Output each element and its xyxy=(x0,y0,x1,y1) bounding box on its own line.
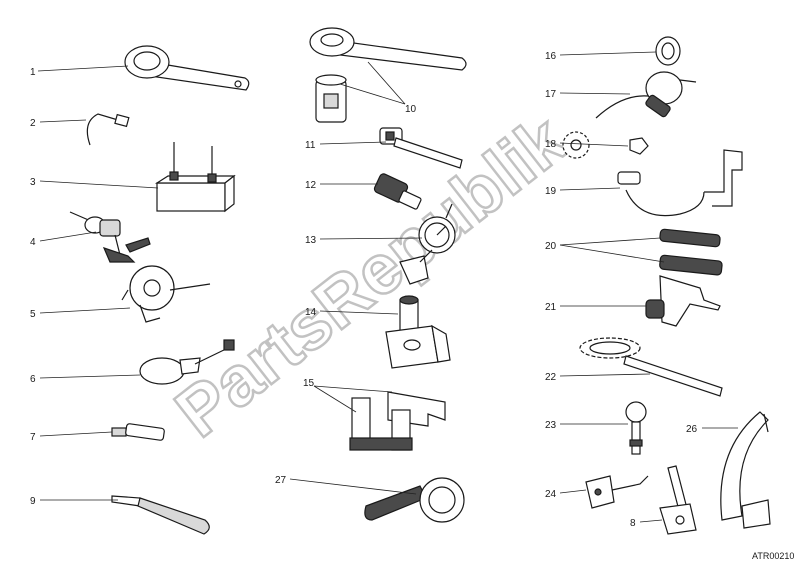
callout-15: 15 xyxy=(303,378,315,389)
tool-27-ratchet xyxy=(364,477,465,523)
callout-labels: 1 2 3 4 5 6 7 9 10 11 12 13 14 15 27 16 … xyxy=(30,51,698,529)
callout-3: 3 xyxy=(30,177,36,188)
tool-19-u-bracket xyxy=(617,149,743,217)
callout-24: 24 xyxy=(545,489,557,500)
callout-17: 17 xyxy=(545,89,557,100)
callout-10: 10 xyxy=(405,104,417,115)
callout-21: 21 xyxy=(545,302,557,313)
callout-26: 26 xyxy=(686,424,698,435)
tool-4-puller xyxy=(69,211,151,263)
tool-8-arm xyxy=(659,465,697,535)
callout-12: 12 xyxy=(305,180,317,191)
callout-5: 5 xyxy=(30,309,36,320)
tool-12-adapter xyxy=(373,173,422,210)
callout-11: 11 xyxy=(305,140,316,151)
callout-16: 16 xyxy=(545,51,557,62)
tool-26-arc xyxy=(720,411,771,529)
tool-5-disc-holder xyxy=(121,265,211,323)
tool-22-ring-spanner xyxy=(579,337,723,397)
drawing-code: ATR00210 xyxy=(752,551,794,561)
tool-1-ring-spanner xyxy=(124,45,250,91)
tool-13-dial-gauge xyxy=(399,203,456,285)
leader-lines xyxy=(37,51,738,523)
callout-7: 7 xyxy=(30,432,36,443)
tool-21-holder xyxy=(645,275,721,327)
tool-16-bush xyxy=(655,36,681,66)
tool-14-extractor xyxy=(385,295,451,369)
callout-27: 27 xyxy=(275,475,287,486)
tool-10-spanner xyxy=(309,27,467,123)
callout-14: 14 xyxy=(305,307,317,318)
tool-7-pin xyxy=(111,423,165,441)
tool-18-gear-nut xyxy=(562,131,649,159)
tool-6-strap-wrench xyxy=(139,339,235,385)
callout-23: 23 xyxy=(545,420,557,431)
tool-23-gauge xyxy=(625,401,647,455)
callout-13: 13 xyxy=(305,235,317,246)
callout-22: 22 xyxy=(545,372,557,383)
callout-18: 18 xyxy=(545,139,557,150)
watermark: PartsRepublik xyxy=(161,101,580,452)
tool-11-t-wrench xyxy=(379,127,463,169)
callout-20: 20 xyxy=(545,241,557,252)
callout-2: 2 xyxy=(30,118,36,129)
callout-6: 6 xyxy=(30,374,36,385)
tool-20-pins xyxy=(659,228,723,276)
callout-19: 19 xyxy=(545,186,557,197)
tool-24-timing xyxy=(585,475,649,509)
tool-2-hook-pin xyxy=(86,113,130,146)
tool-9-driver xyxy=(111,495,210,535)
callout-1: 1 xyxy=(30,67,36,78)
callout-4: 4 xyxy=(30,237,36,248)
callout-9: 9 xyxy=(30,496,36,507)
tool-3-bracket xyxy=(154,142,236,213)
tool-17-puller xyxy=(595,71,697,119)
tool-15-plates xyxy=(349,391,446,451)
callout-8: 8 xyxy=(630,518,636,529)
